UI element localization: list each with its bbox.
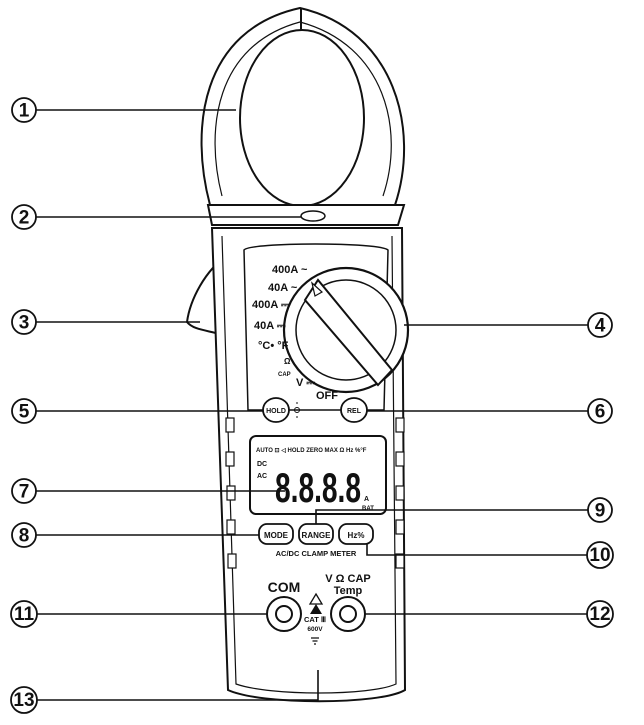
svg-text:5: 5 [19, 402, 30, 423]
svg-text:13: 13 [13, 690, 34, 711]
com-terminal[interactable] [266, 596, 302, 632]
svg-text:6: 6 [595, 402, 606, 423]
temp-label: Temp [334, 585, 363, 597]
hold-button[interactable]: HOLD [262, 397, 290, 423]
svg-text:REL: REL [347, 408, 362, 415]
dial-temp: °C• °F [258, 340, 289, 352]
svg-text:11: 11 [14, 604, 35, 625]
rel-button[interactable]: REL [340, 397, 368, 423]
lcd-ac-indicator: AC [257, 473, 267, 480]
model-text: AC/DC CLAMP METER [276, 549, 357, 558]
range-button[interactable]: RANGE [298, 523, 334, 545]
clamp-jaw [200, 6, 406, 207]
warning-icon [308, 592, 324, 614]
svg-text:8: 8 [19, 526, 30, 547]
callout-10: 10 [586, 541, 614, 569]
svg-text:7: 7 [19, 482, 30, 503]
v-ohm-cap-label: V Ω CAP [325, 573, 371, 585]
callout-7: 7 [11, 478, 37, 504]
svg-text:RANGE: RANGE [302, 531, 332, 540]
svg-text:HOLD: HOLD [266, 408, 286, 415]
dial-volt: V ⎓ [296, 377, 315, 389]
lcd-unit-a: A [364, 496, 369, 503]
lcd-dc-indicator: DC [257, 461, 267, 468]
svg-text:2: 2 [19, 208, 30, 229]
svg-text:1: 1 [19, 101, 30, 122]
leader-lines [36, 109, 588, 701]
com-label: COM [268, 579, 301, 595]
hz-duty-button[interactable]: Hz% [338, 523, 374, 545]
svg-text:4: 4 [595, 316, 606, 337]
callout-2: 2 [11, 204, 37, 230]
svg-text:9: 9 [595, 501, 606, 522]
callout-3: 3 [11, 309, 37, 335]
lcd-status-row: AUTO ⊡ ◁ HOLD ZERO MAX Ω Hz %°F [256, 447, 367, 454]
svg-text:12: 12 [589, 604, 610, 625]
callout-6: 6 [587, 398, 613, 424]
hand-guard [206, 204, 406, 226]
lcd-display: AUTO ⊡ ◁ HOLD ZERO MAX Ω Hz %°F DC AC 8.… [249, 435, 387, 515]
callout-5: 5 [11, 398, 37, 424]
svg-text:3: 3 [19, 313, 30, 334]
voltage-rating: 600V [307, 626, 323, 633]
svg-text:Hz%: Hz% [348, 531, 365, 540]
ground-icon [311, 637, 319, 645]
dial-cap: CAP [278, 372, 291, 378]
dial-40a-dc: 40A ⎓ [254, 320, 286, 332]
backlight-icon [289, 402, 305, 418]
dial-labels: 400A ~ 40A ~ 400A ⎓ 40A ⎓ °C• °F Ω CAP V… [252, 264, 338, 402]
dial-40a-ac: 40A ~ [268, 282, 298, 294]
dial-400a-ac: 400A ~ [272, 264, 308, 276]
v-ohm-terminal[interactable] [330, 596, 366, 632]
callout-1: 1 [11, 97, 37, 123]
svg-text:MODE: MODE [264, 531, 289, 540]
mode-button[interactable]: MODE [258, 523, 294, 545]
cat-rating: CAT Ⅲ [304, 615, 326, 624]
callout-8: 8 [11, 522, 37, 548]
callout-12: 12 [586, 600, 614, 628]
dial-off: OFF [316, 390, 338, 402]
dial-400a-dc: 400A ⎓ [252, 299, 290, 311]
callout-13: 13 [10, 686, 38, 714]
callout-9: 9 [587, 497, 613, 523]
rotary-function-switch[interactable] [282, 266, 410, 394]
lcd-bat-indicator: BAT [362, 506, 374, 512]
svg-text:10: 10 [589, 545, 610, 566]
dial-ohm: Ω [284, 357, 291, 366]
callout-11: 11 [10, 600, 38, 628]
lcd-digits: 8.8.8.8 [275, 464, 361, 511]
callout-4: 4 [587, 312, 613, 338]
